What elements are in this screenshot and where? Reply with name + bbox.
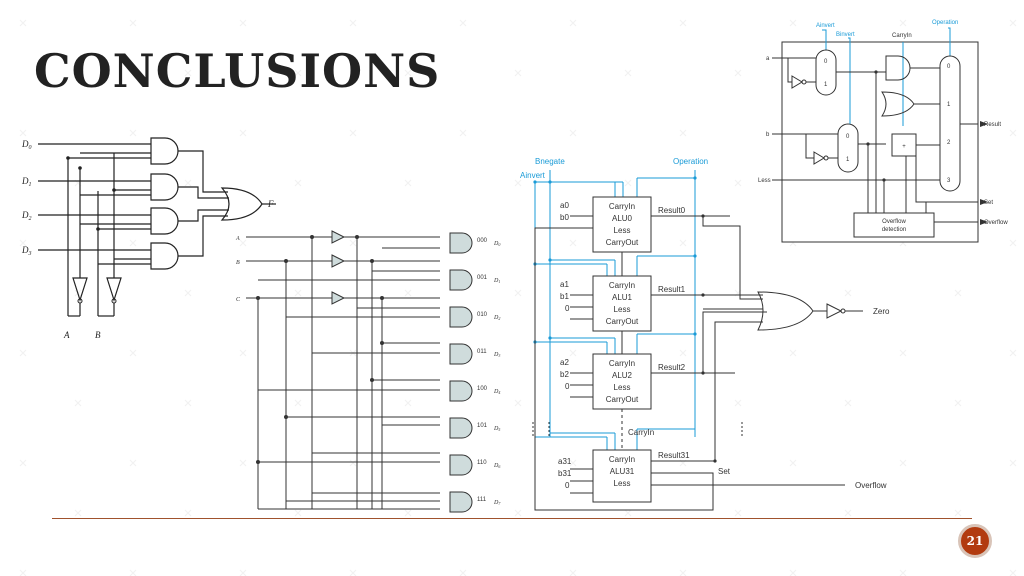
alu31-input-less: 0 — [565, 481, 570, 490]
alu31-result: Result31 — [658, 451, 690, 460]
alu2-input-a: a2 — [560, 358, 569, 367]
decoder-code-1: 001 — [477, 275, 488, 281]
decoder-output-d5: D5 — [493, 426, 500, 432]
slide-title: CONCLUSIONS — [34, 44, 441, 98]
alu1-line-less: Less — [614, 305, 631, 314]
decoder-input-a: A — [235, 236, 240, 242]
alu-bit-diagram: Ainvert Binvert Operation CarryIn a b Le… — [758, 20, 1008, 243]
alu0-line-less: Less — [614, 226, 631, 235]
mux-input-d1: D1 — [21, 176, 32, 188]
decoder-code-3: 011 — [477, 349, 487, 355]
alu2-input-less: 0 — [565, 382, 570, 391]
decoder-output-d2: D2 — [493, 315, 500, 321]
alubit-op-1: 1 — [947, 102, 951, 108]
alu32-diagram: Bnegate Operation Ainvert a0 b0 CarryIn … — [520, 157, 890, 511]
decoder-output-d4: D4 — [493, 389, 500, 395]
mux-input-d2: D2 — [21, 210, 32, 222]
alu2-line-less: Less — [614, 383, 631, 392]
alu32-ainvert-label: Ainvert — [520, 171, 546, 180]
alu32-set-label: Set — [718, 467, 731, 476]
alubit-set-label: Set — [984, 200, 993, 206]
decoder-output-d7: D7 — [493, 500, 501, 506]
decoder-code-0: 000 — [477, 238, 488, 244]
alubit-ainvert-label: Ainvert — [816, 23, 835, 29]
footer-divider — [52, 518, 972, 519]
alubit-op-0: 0 — [947, 64, 951, 70]
alu1-line-name: ALU1 — [612, 293, 633, 302]
alu32-zero-label: Zero — [873, 307, 890, 316]
alubit-binvert-label: Binvert — [836, 32, 855, 38]
mux-output-f: F — [267, 199, 274, 209]
mux-input-d0: D0 — [21, 139, 32, 151]
decoder-code-6: 110 — [477, 460, 487, 466]
alu0-line-name: ALU0 — [612, 214, 633, 223]
alu0-result: Result0 — [658, 206, 686, 215]
alubit-mux-b-1: 1 — [846, 157, 850, 163]
alu1-input-b: b1 — [560, 292, 569, 301]
alu2-line-carryin: CarryIn — [609, 359, 635, 368]
alu31-line-name: ALU31 — [610, 467, 635, 476]
alu0-input-b: b0 — [560, 213, 569, 222]
alu32-bnegate-label: Bnegate — [535, 157, 565, 166]
alubit-input-a: a — [766, 56, 770, 62]
alubit-overflow-box-line1: Overflow — [882, 219, 906, 225]
decoder-input-b: B — [236, 260, 240, 266]
alu1-input-a: a1 — [560, 280, 569, 289]
decoder-code-4: 100 — [477, 386, 488, 392]
alu31-line-less: Less — [614, 479, 631, 488]
alubit-adder-label: + — [902, 144, 906, 150]
alubit-input-b: b — [766, 132, 770, 138]
alu32-carryin-label: CarryIn — [628, 428, 654, 437]
alubit-mux-b-0: 0 — [846, 134, 850, 140]
alu2-line-name: ALU2 — [612, 371, 633, 380]
decoder-code-2: 010 — [477, 312, 488, 318]
decoder-output-d0: D0 — [493, 241, 500, 247]
alu0-line-carryin: CarryIn — [609, 202, 635, 211]
alubit-overflow-box-line2: detection — [882, 227, 906, 233]
decoder-output-d6: D6 — [493, 463, 500, 469]
alu31-line-carryin: CarryIn — [609, 455, 635, 464]
alubit-op-2: 2 — [947, 140, 951, 146]
alubit-op-3: 3 — [947, 178, 951, 184]
decoder-code-7: 111 — [477, 497, 487, 503]
alubit-carryin-label: CarryIn — [892, 33, 912, 39]
mux-select-b: B — [95, 330, 101, 340]
alu1-input-less: 0 — [565, 304, 570, 313]
mux-4to1-diagram: D0 D1 D2 D3 F A B — [21, 137, 276, 340]
decoder-output-d3: D3 — [493, 352, 500, 358]
alu1-result: Result1 — [658, 285, 686, 294]
alu31-input-a: a31 — [558, 457, 572, 466]
alubit-result-label: Result — [984, 122, 1001, 128]
page-number-badge: 21 — [958, 524, 992, 558]
alubit-mux-a-0: 0 — [824, 59, 828, 65]
alubit-mux-a-1: 1 — [824, 82, 828, 88]
decoder-output-d1: D1 — [493, 278, 500, 284]
alu31-input-b: b31 — [558, 469, 572, 478]
alu0-input-a: a0 — [560, 201, 569, 210]
alu2-input-b: b2 — [560, 370, 569, 379]
decoder-3to8-diagram: A B C 000 001 010 011 100 101 110 111 D0… — [235, 230, 501, 513]
alu1-line-carryout: CarryOut — [606, 317, 639, 326]
decoder-code-5: 101 — [477, 423, 488, 429]
alu0-line-carryout: CarryOut — [606, 238, 639, 247]
alubit-input-less: Less — [758, 178, 771, 184]
alu32-overflow-label: Overflow — [855, 481, 887, 490]
decoder-input-c: C — [236, 297, 241, 303]
alu1-line-carryin: CarryIn — [609, 281, 635, 290]
mux-select-a: A — [63, 330, 70, 340]
mux-input-d3: D3 — [21, 245, 32, 257]
alubit-overflow-label: Overflow — [984, 220, 1008, 226]
alu32-operation-label: Operation — [673, 157, 708, 166]
alu2-result: Result2 — [658, 363, 686, 372]
alu2-line-carryout: CarryOut — [606, 395, 639, 404]
alubit-operation-label: Operation — [932, 20, 958, 26]
